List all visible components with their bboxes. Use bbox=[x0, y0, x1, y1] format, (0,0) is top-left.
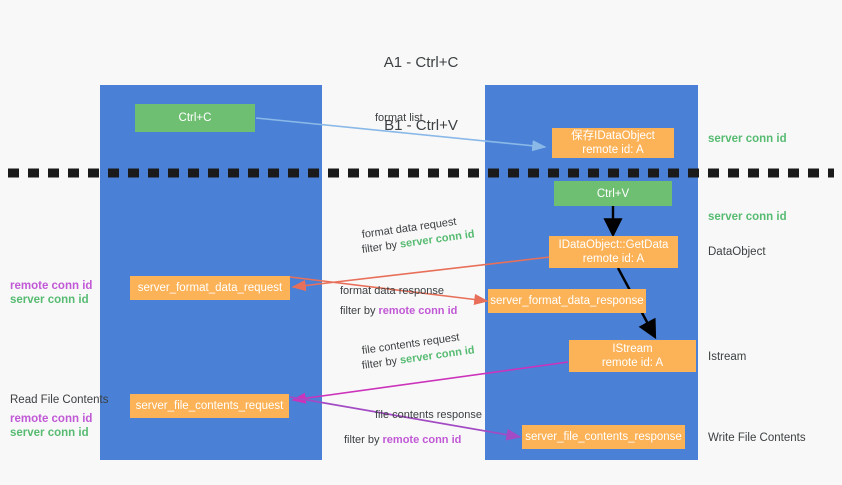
box-istream[interactable]: IStream remote id: A bbox=[569, 340, 696, 372]
note-server-conn-id-top: server conn id bbox=[708, 133, 787, 145]
edge-label-format-data-response-filter: filter by remote conn id bbox=[340, 304, 457, 319]
box-server-format-data-request[interactable]: server_format_data_request bbox=[130, 276, 290, 300]
title-line-1: A1 - Ctrl+C bbox=[383, 54, 459, 71]
filter-prefix: filter by bbox=[344, 434, 383, 446]
note-read-file-contents: Read File Contents bbox=[10, 394, 109, 406]
note-remote-conn-id-1: remote conn id bbox=[10, 280, 93, 292]
note-server-conn-id-mid: server conn id bbox=[708, 211, 787, 223]
edge-label-format-list: format list bbox=[375, 112, 423, 124]
note-server-conn-id-1: server conn id bbox=[10, 294, 89, 306]
note-write-file-contents: Write File Contents bbox=[708, 432, 806, 444]
box-ctrl-v[interactable]: Ctrl+V bbox=[554, 181, 672, 206]
box-server-file-contents-response[interactable]: server_file_contents_response bbox=[522, 425, 685, 449]
edge-label-format-data-response: format data response filter by remote co… bbox=[340, 284, 457, 319]
box-ctrl-c[interactable]: Ctrl+C bbox=[135, 104, 255, 132]
note-istream: Istream bbox=[708, 351, 747, 363]
edge-label-format-data-request: format data request filter by server con… bbox=[361, 216, 476, 258]
edge-label-format-data-response-title: format data response bbox=[340, 285, 444, 297]
box-server-format-data-response[interactable]: server_format_data_response bbox=[488, 289, 646, 313]
filter-prefix: filter by bbox=[361, 238, 401, 256]
filter-prefix: filter by bbox=[340, 305, 379, 317]
note-group-conn-ids-1: remote conn id server conn id bbox=[10, 279, 92, 307]
box-idataobject-getdata[interactable]: IDataObject::GetData remote id: A bbox=[549, 236, 678, 268]
edge-label-file-contents-response-title: file contents response bbox=[375, 409, 483, 421]
edge-label-file-contents-response: file contents response filter by remote … bbox=[344, 408, 483, 448]
note-server-conn-id-2: server conn id bbox=[10, 427, 89, 439]
filter-value-remote-conn-id: remote conn id bbox=[378, 305, 458, 317]
box-save-dataobject[interactable]: 保存IDataObject remote id: A bbox=[552, 128, 674, 158]
box-server-file-contents-request[interactable]: server_file_contents_request bbox=[130, 394, 289, 418]
edge-label-file-contents-request: file contents request filter by server c… bbox=[361, 331, 476, 374]
note-remote-conn-id-2: remote conn id bbox=[10, 413, 93, 425]
note-group-conn-ids-2: remote conn id server conn id bbox=[10, 412, 92, 440]
edge-label-file-contents-response-filter: filter by remote conn id bbox=[344, 433, 482, 448]
filter-prefix: filter by bbox=[361, 354, 401, 372]
note-dataobject: DataObject bbox=[708, 246, 766, 258]
filter-value-remote-conn-id: remote conn id bbox=[382, 434, 462, 446]
